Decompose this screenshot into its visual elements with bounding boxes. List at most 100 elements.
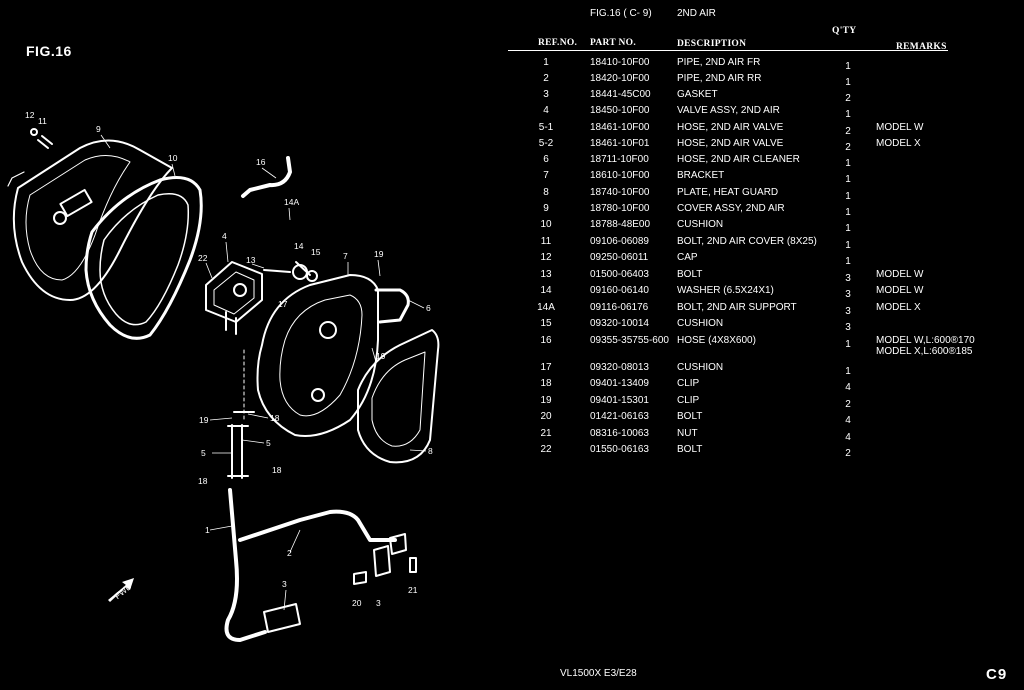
qty-cell: 1: [845, 191, 851, 202]
callout-label: 18: [272, 465, 282, 475]
part-no-cell: 09401-13409: [590, 378, 649, 389]
callout-label: 2: [287, 548, 292, 558]
part-no-cell: 18711-10F00: [590, 154, 649, 165]
part-no-cell: 18610-10F00: [590, 170, 650, 181]
ref-no-cell: 4: [543, 105, 549, 116]
description-cell: BOLT: [677, 411, 703, 422]
callout-label: 18: [270, 413, 280, 423]
qty-cell: 4: [845, 382, 851, 393]
qty-cell: 3: [845, 273, 851, 284]
header-divider: [508, 50, 948, 51]
qty-cell: 1: [845, 77, 851, 88]
qty-cell: 1: [845, 158, 851, 169]
callout-label: 13: [246, 255, 256, 265]
part-no-cell: 18780-10F00: [590, 203, 650, 214]
description-cell: HOSE, 2ND AIR VALVE: [677, 138, 784, 149]
part-no-cell: 09320-10014: [590, 318, 649, 329]
ref-no-cell: 6: [543, 154, 549, 165]
description-cell: PLATE, HEAT GUARD: [677, 187, 779, 198]
qty-cell: 1: [845, 61, 851, 72]
callout-label: 22: [198, 253, 208, 263]
qty-cell: 1: [845, 174, 851, 185]
callout-label: 17: [278, 299, 288, 309]
callout-label: 10: [168, 153, 178, 163]
callout-label: 7: [343, 251, 348, 261]
ref-no-cell: 21: [540, 428, 552, 439]
ref-no-cell: 10: [540, 219, 552, 230]
part-no-cell: 18420-10F00: [590, 73, 650, 84]
footer-model: VL1500X E3/E28: [560, 668, 637, 679]
callout-label: 1: [205, 525, 210, 535]
remarks-cell: MODEL X: [876, 138, 921, 149]
description-cell: CUSHION: [677, 362, 724, 373]
remarks-cell: MODEL W: [876, 122, 924, 133]
description-cell: CLIP: [677, 378, 700, 389]
qty-cell: 3: [845, 306, 851, 317]
part-no-cell: 09106-06089: [590, 236, 649, 247]
callout-label: 3: [376, 598, 381, 608]
ref-no-cell: 12: [540, 252, 552, 263]
ref-no-cell: 16: [540, 335, 552, 346]
description-cell: CUSHION: [677, 219, 724, 230]
ref-no-cell: 19: [540, 395, 552, 406]
remarks-cell: MODEL W: [876, 269, 924, 280]
ref-no-cell: 13: [540, 269, 552, 280]
description-cell: CLIP: [677, 395, 700, 406]
description-cell: CUSHION: [677, 318, 724, 329]
callout-label: 12: [25, 110, 35, 120]
part-no-cell: 18410-10F00: [590, 57, 650, 68]
remarks-cell: MODEL X: [876, 302, 921, 313]
callout-label: 6: [426, 303, 431, 313]
ref-no-cell: 22: [540, 444, 552, 455]
qty-cell: 1: [845, 240, 851, 251]
description-cell: PIPE, 2ND AIR RR: [677, 73, 762, 84]
qty-cell: 4: [845, 415, 851, 426]
part-no-cell: 18450-10F00: [590, 105, 650, 116]
qty-cell: 4: [845, 432, 851, 443]
qty-cell: 2: [845, 399, 851, 410]
part-no-cell: 08316-10063: [590, 428, 649, 439]
callout-label: 5: [201, 448, 206, 458]
description-cell: WASHER (6.5X24X1): [677, 285, 774, 296]
qty-cell: 1: [845, 366, 851, 377]
description-cell: VALVE ASSY, 2ND AIR: [677, 105, 780, 116]
callout-label: 3: [282, 579, 287, 589]
table-row: 2 18420-10F00 PIPE, 2ND AIR RR 1: [0, 73, 1024, 88]
ref-no-cell: 2: [543, 73, 549, 84]
description-cell: PIPE, 2ND AIR FR: [677, 57, 761, 68]
callout-label: 5: [266, 438, 271, 448]
part-no-cell: 18461-10F01: [590, 138, 650, 149]
part-no-cell: 09250-06011: [590, 252, 649, 263]
callout-label: 21: [408, 585, 418, 595]
qty-cell: 1: [845, 339, 851, 350]
callout-label: 18: [198, 476, 208, 486]
exploded-parts-diagram: FWD 12 11 9 10 16 14A 4 22 13 14 15 7 19…: [7, 110, 440, 642]
qty-cell: 3: [845, 322, 851, 333]
callout-label: 20: [352, 598, 362, 608]
ref-no-cell: 3: [543, 89, 549, 100]
description-cell: BOLT: [677, 269, 703, 280]
callout-label: 19: [374, 249, 384, 259]
description-cell: GASKET: [677, 89, 718, 100]
ref-no-cell: 5-2: [538, 138, 554, 149]
page-number: C9: [986, 666, 1008, 683]
ref-no-cell: 14A: [537, 302, 555, 313]
part-no-cell: 18441-45C00: [590, 89, 651, 100]
part-no-cell: 18788-48E00: [590, 219, 651, 230]
description-cell: NUT: [677, 428, 698, 439]
callout-label: 14: [294, 241, 304, 251]
description-cell: COVER ASSY, 2ND AIR: [677, 203, 785, 214]
